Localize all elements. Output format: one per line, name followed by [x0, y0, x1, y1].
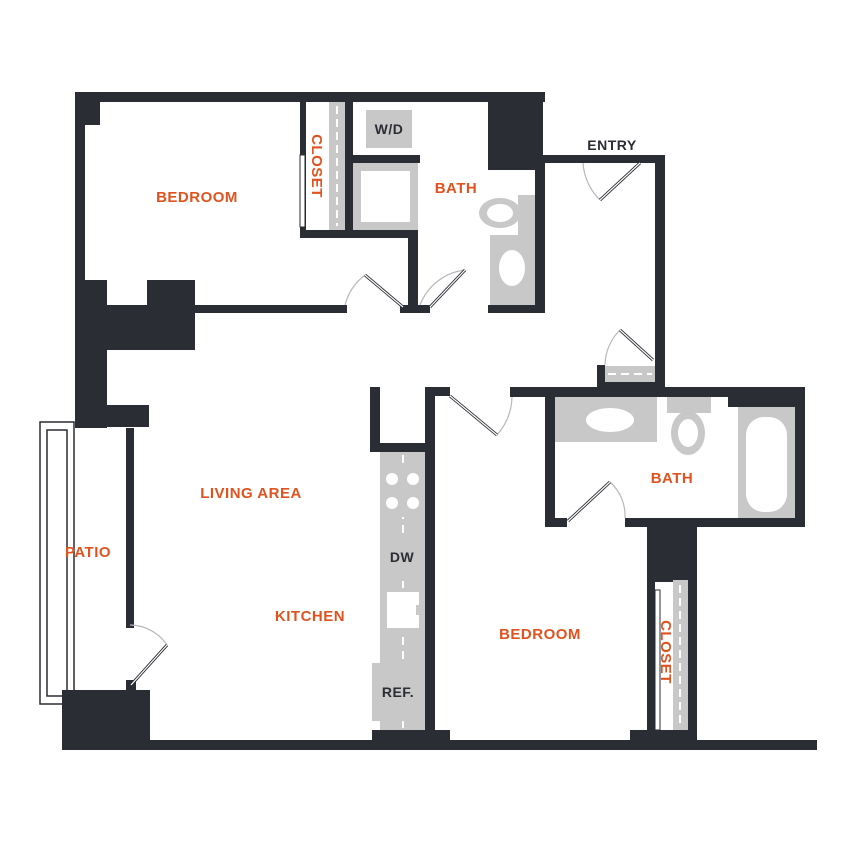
- vanity-icon: [555, 397, 657, 442]
- refrigerator: [372, 663, 425, 721]
- kitchen-sink-icon: [383, 588, 423, 632]
- bedroom-1-label: BEDROOM: [156, 189, 238, 206]
- bedroom-2-label: BEDROOM: [499, 626, 581, 643]
- bath-1-label: BATH: [435, 180, 478, 197]
- entry-label: ENTRY: [587, 137, 637, 153]
- patio-area: [39, 421, 75, 705]
- sink-icon: [490, 235, 535, 305]
- dw-label: DW: [390, 549, 415, 565]
- kitchen-label: KITCHEN: [275, 608, 345, 625]
- fixtures: [299, 102, 795, 731]
- washer-dryer: [366, 110, 412, 148]
- ref-label: REF.: [382, 684, 414, 700]
- closet-1-label: CLOSET: [308, 134, 325, 198]
- room-labels: BEDROOM CLOSET W/D BATH ENTRY LIVING ARE…: [65, 121, 693, 700]
- bathtub-icon: [738, 407, 795, 518]
- walls: [62, 92, 817, 750]
- stove-icon: [380, 465, 425, 517]
- doors: [129, 161, 655, 687]
- closet-2-label: CLOSET: [657, 620, 674, 684]
- dishwasher: [380, 533, 425, 581]
- toilet-icon: [667, 397, 711, 455]
- patio-label: PATIO: [65, 544, 111, 561]
- bath-2-label: BATH: [651, 470, 694, 487]
- toilet-icon: [479, 195, 535, 235]
- living-area-label: LIVING AREA: [200, 485, 302, 502]
- wd-label: W/D: [375, 121, 404, 137]
